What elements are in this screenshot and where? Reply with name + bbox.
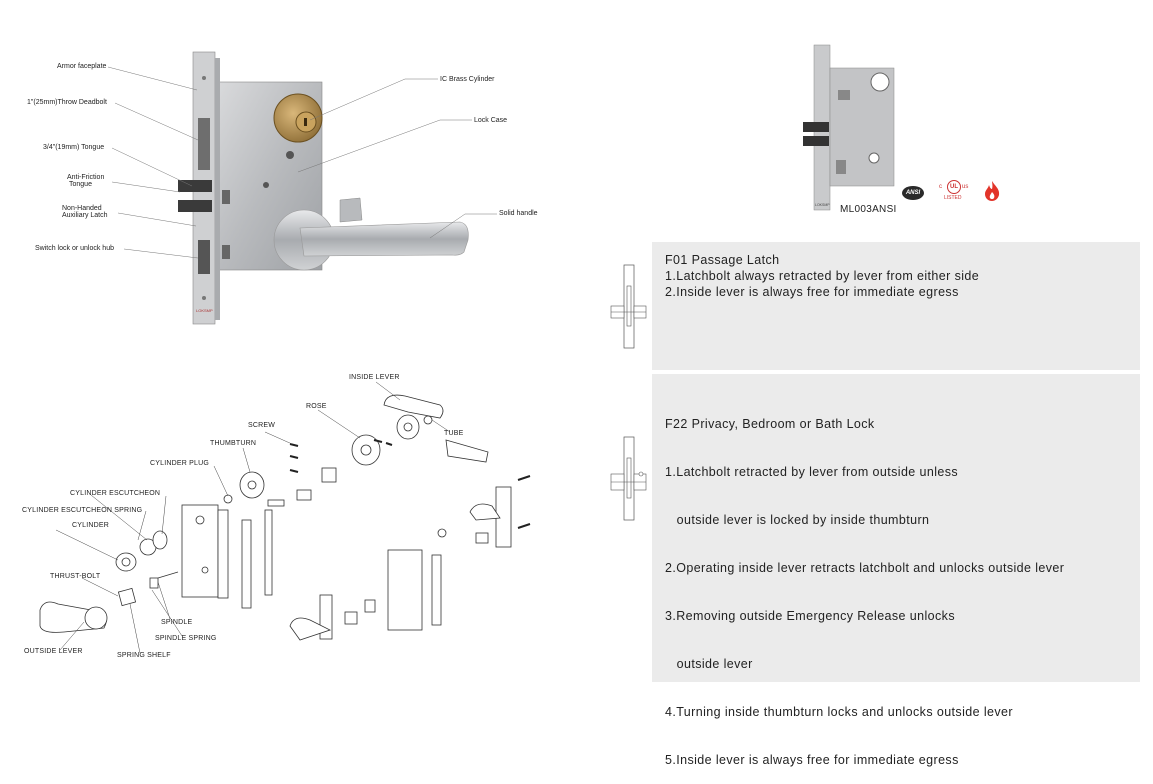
function-panel-f22: [652, 374, 1140, 682]
f22-line-4: 4.Turning inside thumbturn locks and unl…: [665, 705, 1013, 719]
model-number: ML003ANSI: [840, 204, 897, 215]
f22-line-1: 1.Latchbolt retracted by lever from outs…: [665, 465, 959, 479]
label-spring-shelf: SPRING SHELF: [117, 652, 171, 659]
callout-non-handed-2: Auxiliary Latch: [62, 212, 108, 219]
label-rose: ROSE: [306, 403, 327, 410]
label-cylinder-plug: CYLINDER PLUG: [150, 460, 210, 467]
svg-text:LOKSMP: LOKSMP: [815, 203, 830, 207]
function-panel-f01: [652, 242, 1140, 370]
f01-text: F01 Passage Latch 1.Latchbolt always ret…: [665, 252, 979, 300]
label-thumbturn: THUMBTURN: [210, 440, 257, 447]
label-thrust-bolt: THRUST-BOLT: [50, 573, 101, 580]
callout-solid-handle: Solid handle: [499, 210, 538, 217]
callout-anti-friction-2: Tongue: [69, 181, 92, 188]
label-cylinder: CYLINDER: [72, 522, 109, 529]
label-spindle: SPINDLE: [161, 619, 193, 626]
callout-armor-faceplate: Armor faceplate: [57, 63, 107, 70]
label-outside-lever: OUTSIDE LEVER: [24, 648, 83, 655]
label-tube: TUBE: [444, 430, 464, 437]
f22-text: F22 Privacy, Bedroom or Bath Lock 1.Latc…: [665, 384, 1064, 784]
callout-switch-hub: Switch lock or unlock hub: [35, 245, 114, 252]
label-cylinder-escutcheon: CYLINDER ESCUTCHEON: [70, 490, 161, 497]
label-screw: SCREW: [248, 422, 276, 429]
callout-non-handed-1: Non-Handed: [62, 205, 102, 212]
f22-line-1b: outside lever is locked by inside thumbt…: [665, 513, 930, 527]
svg-text:LOKSMP: LOKSMP: [196, 308, 213, 313]
ul-listed-icon: c UL us LISTED: [938, 178, 970, 204]
label-inside-lever: INSIDE LEVER: [349, 374, 400, 381]
label-cylinder-escutcheon-spring: CYLINDER ESCUTCHEON SPRING: [22, 507, 143, 514]
f01-door-diagram: [610, 264, 647, 349]
f01-line-1: 1.Latchbolt always retracted by lever fr…: [665, 269, 980, 283]
f22-title: F22 Privacy, Bedroom or Bath Lock: [665, 417, 875, 431]
callout-throw-deadbolt: 1"(25mm)Throw Deadbolt: [27, 99, 107, 106]
f22-line-5: 5.Inside lever is always free for immedi…: [665, 753, 959, 767]
f22-line-3: 3.Removing outside Emergency Release unl…: [665, 609, 955, 623]
f22-line-2: 2.Operating inside lever retracts latchb…: [665, 561, 1065, 575]
f01-line-2: 2.Inside lever is always free for immedi…: [665, 285, 959, 299]
label-spindle-spring: SPINDLE SPRING: [155, 635, 217, 642]
mortise-lock-illustration: LOKSMP: [107, 51, 497, 325]
f01-title: F01 Passage Latch: [665, 253, 780, 267]
callout-tongue: 3/4"(19mm) Tongue: [43, 144, 105, 151]
ansi-badge: ANSI: [902, 186, 924, 200]
f22-line-3b: outside lever: [665, 657, 753, 671]
fire-icon: [985, 181, 1000, 201]
callout-ic-brass: IC Brass Cylinder: [440, 76, 495, 83]
f22-door-diagram: [610, 436, 647, 521]
callout-lock-case: Lock Case: [474, 117, 508, 124]
exploded-view-diagram: [39, 381, 531, 654]
callout-anti-friction-1: Anti-Friction: [67, 174, 105, 181]
